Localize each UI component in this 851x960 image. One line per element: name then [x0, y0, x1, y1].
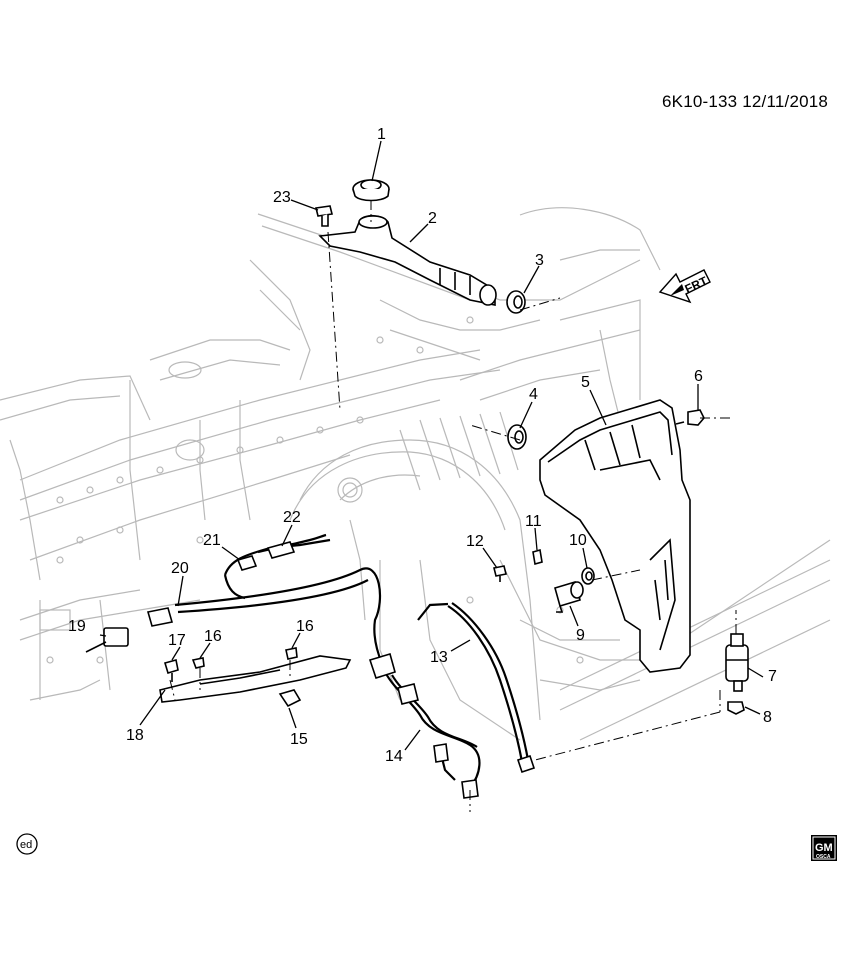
callout-16a: 16: [204, 628, 222, 645]
part-20-connector: [146, 607, 174, 627]
part-19-connector: [85, 627, 129, 653]
part-16-clip-a: [191, 657, 205, 669]
callout-8: 8: [763, 709, 772, 726]
callout-20: 20: [171, 560, 189, 577]
ed-badge-label: ed: [20, 839, 32, 851]
callout-1: 1: [377, 126, 386, 143]
callout-numbers: 1 2 3 4 5 6 7 8 9 10 11 12 13 14 15 16 1…: [68, 126, 777, 765]
part-16-clip-b: [285, 647, 298, 660]
callout-4: 4: [529, 386, 538, 403]
callout-18: 18: [126, 727, 144, 744]
part-7-washer-pump: [725, 633, 749, 692]
gm-logo-subtext: OSCA: [816, 854, 831, 860]
part-22-hose-fitting: [266, 541, 296, 559]
leader-lines: [99, 140, 764, 812]
callout-16b: 16: [296, 618, 314, 635]
part-10-grommet: [581, 567, 595, 585]
callout-13: 13: [430, 649, 448, 666]
part-6-nut: [675, 409, 705, 426]
part-17-clip: [163, 659, 179, 682]
diagram-id-date: 6K10-133 12/11/2018: [662, 92, 829, 111]
callout-12: 12: [466, 533, 484, 550]
callout-22: 22: [283, 509, 301, 526]
callout-5: 5: [581, 374, 590, 391]
part-8-seal: [727, 701, 745, 715]
part-18-harness-shield: [159, 655, 352, 703]
part-1-grommet: [352, 179, 390, 202]
callout-7: 7: [768, 668, 777, 685]
callout-3: 3: [535, 252, 544, 269]
part-5-washer-reservoir: [539, 399, 691, 673]
front-direction-arrow-icon: FRT: [658, 269, 711, 304]
components: [85, 179, 749, 799]
callout-23: 23: [273, 189, 291, 206]
vehicle-frame-background: [0, 207, 831, 741]
part-14-connectors: [368, 652, 479, 799]
callout-17: 17: [168, 632, 186, 649]
part-11-clip: [532, 548, 543, 566]
callout-21: 21: [203, 532, 221, 549]
part-12-bolt: [493, 565, 507, 582]
callout-2: 2: [428, 210, 437, 227]
ed-badge-icon: ed: [16, 833, 38, 855]
callout-9: 9: [576, 627, 585, 644]
callout-6: 6: [694, 368, 703, 385]
part-4-grommet: [507, 424, 527, 450]
callout-11: 11: [525, 513, 542, 530]
part-2-bracket: [318, 214, 497, 306]
gm-logo-icon: GM OSCA: [811, 835, 837, 861]
callout-15: 15: [290, 731, 308, 748]
part-13-hose-end: [516, 754, 536, 774]
wiring-harness-lines: [174, 533, 530, 789]
part-21-connector: [236, 555, 258, 571]
callout-19: 19: [68, 618, 86, 635]
gm-logo-text: GM: [815, 842, 833, 854]
part-9-level-sensor: [554, 580, 584, 613]
part-3-grommet: [506, 290, 526, 314]
callout-14: 14: [385, 748, 403, 765]
part-23-clip: [315, 205, 333, 227]
part-15-clip: [278, 689, 302, 708]
callout-10: 10: [569, 532, 587, 549]
